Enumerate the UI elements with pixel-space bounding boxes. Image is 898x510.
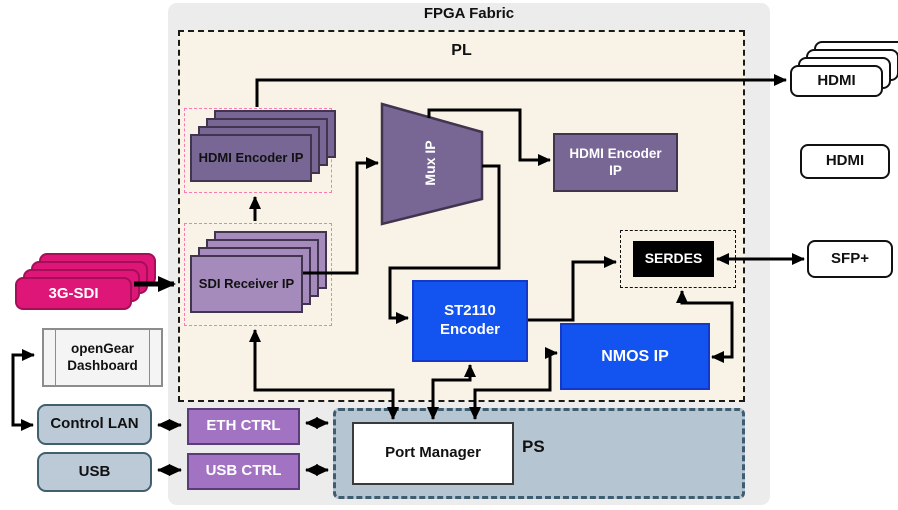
hdmi-encoder-ip-stack-front: HDMI Encoder IP: [190, 134, 312, 182]
sdi-receiver-ip-stack: SDI Receiver IP: [190, 231, 327, 313]
control-lan-block: Control LAN: [37, 404, 152, 445]
sdi-input-label: 3G-SDI: [48, 284, 99, 302]
hdmi-out-single-label: HDMI: [825, 152, 865, 170]
hdmi-out-single-block: HDMI: [800, 144, 890, 179]
ps-region-label: PS: [522, 437, 545, 456]
hdmi-encoder-ip-label: HDMI Encoder IP: [569, 145, 662, 178]
pl-region-label: PL: [451, 42, 472, 59]
panel-line: [149, 330, 150, 385]
mux-ip-block: Mux IP: [378, 99, 488, 229]
eth-ctrl-label: ETH CTRL: [206, 417, 281, 435]
port-manager-label: Port Manager: [385, 444, 481, 462]
nmos-ip-label: NMOS IP: [601, 347, 669, 365]
hdmi-encoder-ip-block: HDMI Encoder IP: [553, 133, 678, 192]
control-lan-label: Control LAN: [50, 415, 139, 433]
nmos-ip-block: NMOS IP: [560, 323, 710, 390]
sdi-receiver-group-outline: [184, 223, 332, 326]
st2110-encoder-label: ST2110 Encoder: [439, 302, 500, 338]
panel-line: [55, 330, 56, 385]
st2110-encoder-block: ST2110 Encoder: [412, 280, 528, 362]
sdi-receiver-ip-stack-label: SDI Receiver IP: [198, 276, 295, 292]
mux-ip-label: Mux IP: [422, 140, 438, 186]
sfp-block: SFP+: [807, 240, 893, 278]
sdi-receiver-ip-stack-front: SDI Receiver IP: [190, 255, 303, 313]
hdmi-out-multi-label: HDMI: [817, 72, 856, 89]
eth-ctrl-block: ETH CTRL: [187, 408, 300, 445]
hdmi-out-stack-front: HDMI: [790, 65, 883, 97]
sfp-label: SFP+: [831, 249, 869, 267]
sdi-input-stack: 3G-SDI: [15, 253, 156, 310]
usb-ctrl-block: USB CTRL: [187, 453, 300, 490]
hdmi-encoder-ip-stack-label: HDMI Encoder IP: [198, 150, 304, 166]
opengear-dashboard-block: openGear Dashboard: [42, 328, 163, 387]
opengear-dashboard-label: openGear Dashboard: [67, 340, 138, 373]
fabric-title: FPGA Fabric: [423, 5, 515, 22]
hdmi-encoder-ip-stack: HDMI Encoder IP: [190, 110, 336, 182]
conn-lan-opengear: [11, 349, 35, 431]
hdmi-out-stack: HDMI: [790, 41, 898, 97]
port-manager-block: Port Manager: [352, 422, 514, 485]
usb-label: USB: [78, 462, 111, 480]
serdes-label: SERDES: [644, 250, 703, 267]
usb-ctrl-label: USB CTRL: [205, 462, 282, 480]
serdes-block: SERDES: [633, 241, 714, 277]
sdi-input-front: 3G-SDI: [15, 277, 132, 310]
usb-block: USB: [37, 452, 152, 492]
